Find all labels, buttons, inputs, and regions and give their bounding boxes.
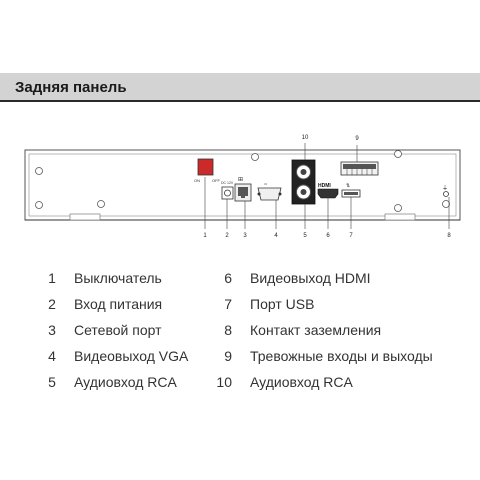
vga-label-mark: ▭	[264, 182, 267, 186]
section-title: Задняя панель	[15, 79, 127, 96]
power-input-label: DC 12V	[221, 181, 234, 185]
rear-panel-diagram: ON OFF DC 12V ⊞ ▭ HDMI ⇅	[24, 135, 461, 239]
screw-icon	[251, 153, 259, 161]
screw-icon	[442, 200, 450, 208]
legend-number: 8	[224, 322, 232, 338]
power-switch-off-label: OFF	[212, 178, 221, 183]
callout-9: 9	[355, 136, 359, 142]
callout-3: 3	[243, 233, 247, 239]
legend-number: 4	[48, 348, 56, 364]
legend-label: Аудиовход RCA	[74, 374, 177, 390]
screw-icon	[394, 204, 402, 212]
legend-label: Тревожные входы и выходы	[250, 348, 433, 364]
leader-lines	[204, 143, 450, 229]
callout-10: 10	[302, 135, 309, 141]
callout-numbers: 1 2 3 4 5 6 7 8 9 10	[203, 135, 451, 239]
hdmi-port: HDMI	[317, 183, 339, 199]
callout-8: 8	[447, 233, 451, 239]
ground-icon: ⏚	[442, 185, 448, 192]
usb-icon: ⇅	[346, 183, 350, 189]
legend-number: 10	[216, 374, 232, 390]
ground-terminal: ⏚	[442, 185, 449, 197]
legend-number: 1	[48, 270, 56, 286]
legend-label: Контакт заземления	[250, 322, 382, 338]
legend-number: 6	[224, 270, 232, 286]
callout-5: 5	[303, 233, 307, 239]
vga-port: ▭	[257, 182, 282, 201]
callout-6: 6	[326, 233, 330, 239]
legend-label: Видеовыход HDMI	[250, 270, 371, 286]
legend-label: Порт USB	[250, 296, 315, 312]
legend-number: 2	[48, 296, 56, 312]
legend-number: 7	[224, 296, 232, 312]
power-switch-on-label: ON	[194, 178, 200, 183]
screw-icon	[394, 150, 402, 158]
alarm-terminal	[340, 161, 379, 176]
rca-block	[291, 159, 316, 205]
power-input-port: DC 12V	[221, 181, 234, 200]
callout-2: 2	[225, 233, 229, 239]
legend-label: Выключатель	[74, 270, 162, 286]
callout-1: 1	[203, 233, 207, 239]
screw-icons	[35, 150, 450, 212]
network-icon: ⊞	[238, 177, 243, 183]
port-legend: 1 Выключатель 6 Видеовыход HDMI 2 Вход п…	[40, 268, 460, 392]
callout-4: 4	[274, 233, 278, 239]
legend-label: Видеовыход VGA	[74, 348, 189, 364]
legend-number: 9	[224, 348, 232, 364]
hdmi-label: HDMI	[318, 183, 331, 189]
legend-number: 5	[48, 374, 56, 390]
legend-label: Аудиовход RCA	[250, 374, 353, 390]
screw-icon	[35, 201, 43, 209]
screw-icon	[97, 200, 105, 208]
power-switch: ON OFF	[194, 158, 221, 183]
section-header: Задняя панель	[0, 73, 480, 102]
legend-label: Сетевой порт	[74, 322, 162, 338]
screw-icon	[35, 167, 43, 175]
callout-7: 7	[349, 233, 353, 239]
network-port: ⊞	[234, 177, 252, 202]
legend-number: 3	[48, 322, 56, 338]
legend-label: Вход питания	[74, 296, 163, 312]
header-underline	[0, 100, 480, 102]
